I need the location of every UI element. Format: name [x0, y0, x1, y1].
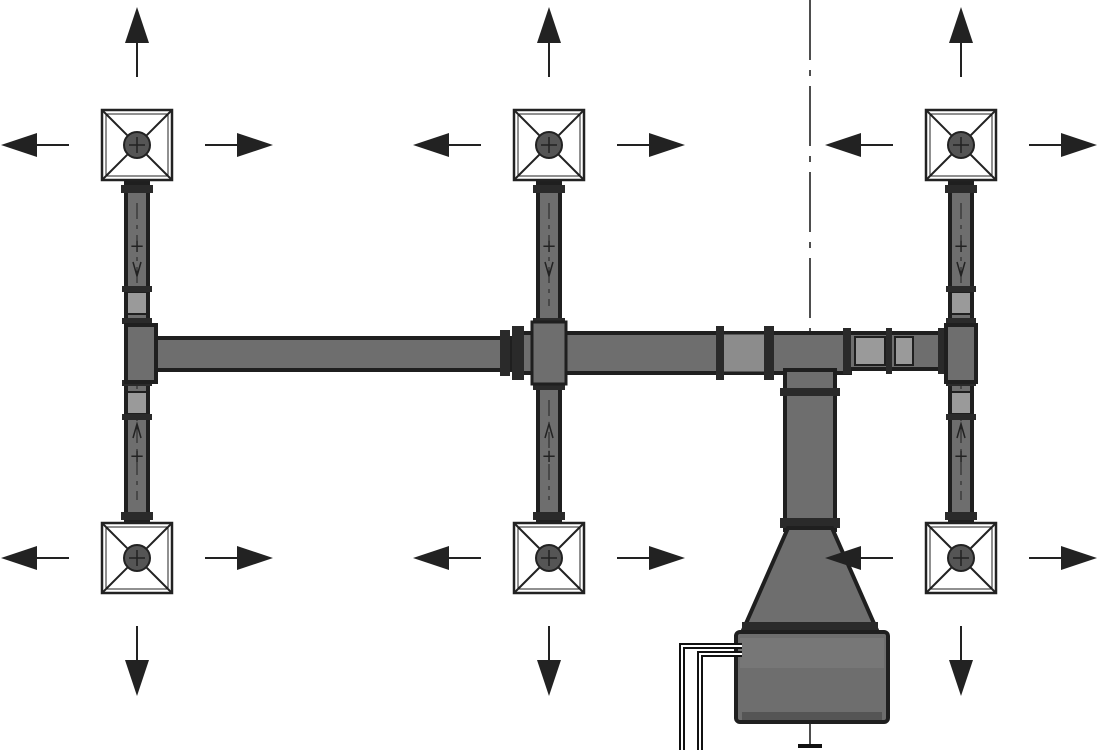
air-throw-arrow-icon — [617, 546, 685, 570]
air-throw-arrow-icon — [1, 546, 69, 570]
flow-direction-arrow-icon — [956, 261, 966, 279]
air-throw-arrow-icon — [825, 546, 893, 570]
crosshair-mark: + — [953, 446, 968, 467]
air-throw-arrow-icon — [125, 7, 149, 77]
air-throw-arrow-icon — [617, 133, 685, 157]
air-throw-arrow-icon — [125, 626, 149, 696]
crosshair-mark: + — [541, 446, 556, 467]
ceiling-diffuser-icon — [512, 521, 586, 595]
crosshair-mark: + — [541, 236, 556, 257]
ceiling-diffuser-icon — [512, 108, 586, 182]
air-throw-arrow-icon — [1, 133, 69, 157]
duct-joint — [122, 286, 152, 292]
tee-fitting — [944, 323, 978, 384]
duct-joint — [122, 318, 152, 324]
cross-fitting — [530, 320, 568, 386]
air-throw-arrow-icon — [537, 7, 561, 77]
crosshair-mark: + — [953, 236, 968, 257]
flow-direction-arrow-icon — [132, 261, 142, 279]
air-throw-arrow-icon — [949, 7, 973, 77]
air-throw-arrow-icon — [413, 133, 481, 157]
tee-fitting — [124, 323, 158, 384]
ceiling-diffuser-icon — [100, 108, 174, 182]
ceiling-diffuser-icon — [924, 521, 998, 595]
crosshair-mark: + — [129, 236, 144, 257]
ceiling-diffuser-icon — [924, 108, 998, 182]
air-throw-arrow-icon — [1029, 133, 1097, 157]
air-throw-arrow-icon — [1029, 546, 1097, 570]
damper-section — [950, 391, 972, 415]
duct-joint — [946, 286, 976, 292]
duct-joint — [946, 414, 976, 420]
air-throw-arrow-icon — [205, 133, 273, 157]
damper-section — [950, 291, 972, 315]
flow-direction-arrow-icon — [544, 261, 554, 279]
damper-section — [126, 291, 148, 315]
air-throw-arrow-icon — [825, 133, 893, 157]
flow-direction-arrow-icon — [956, 421, 966, 439]
air-throw-arrow-icon — [949, 626, 973, 696]
duct-joint — [946, 318, 976, 324]
ceiling-diffuser-icon — [100, 521, 174, 595]
air-throw-arrow-icon — [537, 626, 561, 696]
air-throw-arrow-icon — [413, 546, 481, 570]
flow-direction-arrow-icon — [132, 421, 142, 439]
duct-joint — [122, 414, 152, 420]
damper-section — [126, 391, 148, 415]
crosshair-mark: + — [129, 446, 144, 467]
supply-riser-duct — [780, 368, 840, 532]
air-throw-arrow-icon — [205, 546, 273, 570]
flow-direction-arrow-icon — [544, 421, 554, 439]
